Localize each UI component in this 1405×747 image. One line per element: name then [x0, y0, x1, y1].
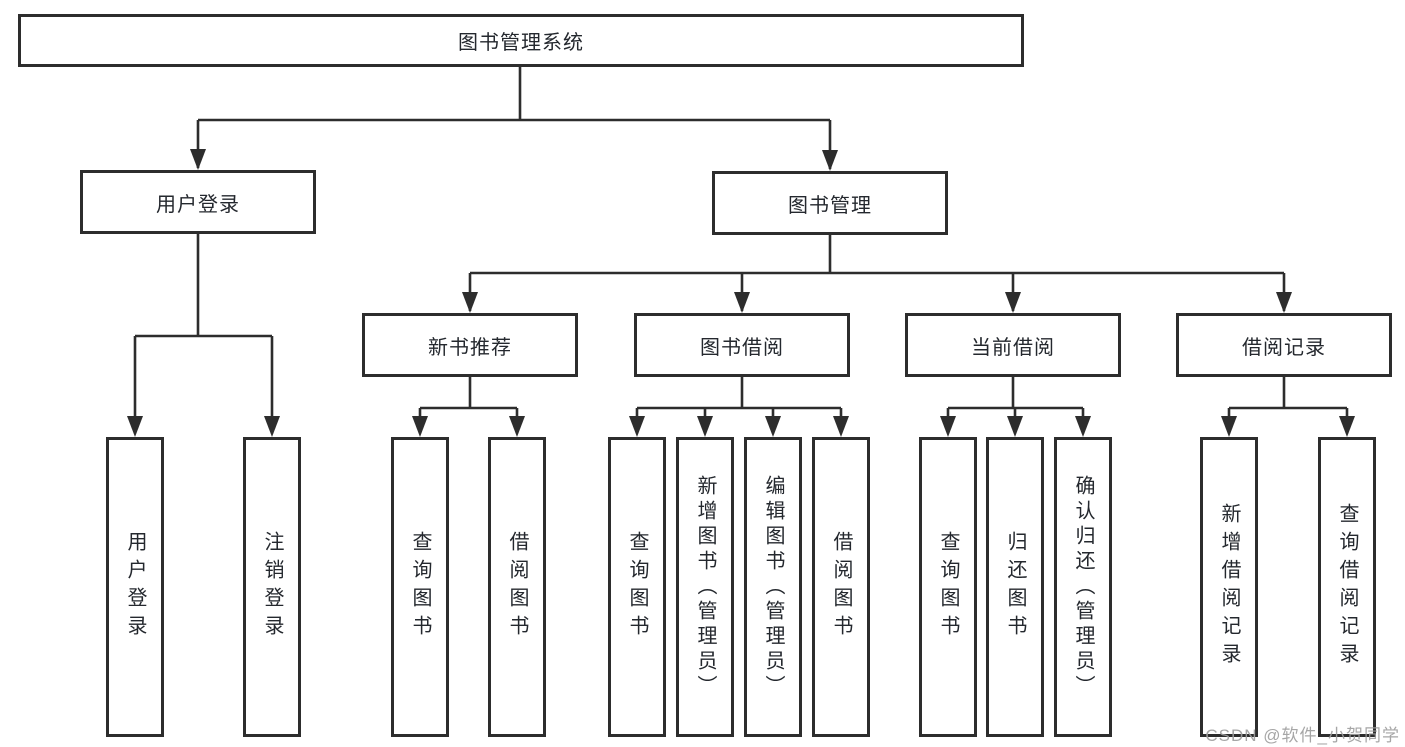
leaf-recommend-query-books-label: 查询图书: [409, 531, 431, 643]
leaf-recommend-borrow-books-label: 借阅图书: [506, 531, 528, 643]
leaf-borrowing-query-books-label: 查询图书: [626, 531, 648, 643]
leaf-confirm-return-admin: 确认归还（管理员）: [1054, 437, 1112, 737]
leaf-borrowing-borrow-books: 借阅图书: [812, 437, 870, 737]
node-current-borrowing: 当前借阅: [905, 313, 1121, 377]
leaf-return-books: 归还图书: [986, 437, 1044, 737]
leaf-logout-label: 注销登录: [261, 531, 283, 643]
leaf-recommend-borrow-books: 借阅图书: [488, 437, 546, 737]
connector-path: [133, 67, 1349, 433]
arrowheads: [127, 149, 1355, 437]
node-root-system: 图书管理系统: [18, 14, 1024, 67]
leaf-add-borrow-record-label: 新增借阅记录: [1218, 503, 1240, 671]
node-borrowing-records-label: 借阅记录: [1242, 336, 1326, 359]
leaf-add-books-admin: 新增图书（管理员）: [676, 437, 734, 737]
node-borrowing-records: 借阅记录: [1176, 313, 1392, 377]
leaf-user-login: 用户登录: [106, 437, 164, 737]
leaf-current-query-books: 查询图书: [919, 437, 977, 737]
node-book-management-label: 图书管理: [788, 194, 872, 217]
leaf-borrowing-query-books: 查询图书: [608, 437, 666, 737]
node-book-borrowing-label: 图书借阅: [700, 336, 784, 359]
leaf-logout: 注销登录: [243, 437, 301, 737]
leaf-add-books-admin-label: 新增图书（管理员）: [694, 474, 716, 700]
leaf-recommend-query-books: 查询图书: [391, 437, 449, 737]
node-book-management: 图书管理: [712, 171, 948, 235]
leaf-edit-books-admin-label: 编辑图书（管理员）: [762, 474, 784, 700]
node-user-login-label: 用户登录: [156, 193, 240, 216]
leaf-edit-books-admin: 编辑图书（管理员）: [744, 437, 802, 737]
leaf-return-books-label: 归还图书: [1004, 531, 1026, 643]
node-user-login: 用户登录: [80, 170, 316, 234]
node-new-book-recommend: 新书推荐: [362, 313, 578, 377]
node-root-label: 图书管理系统: [458, 32, 584, 54]
node-book-borrowing: 图书借阅: [634, 313, 850, 377]
leaf-confirm-return-admin-label: 确认归还（管理员）: [1072, 474, 1094, 700]
node-new-book-recommend-label: 新书推荐: [428, 336, 512, 359]
leaf-query-borrow-record: 查询借阅记录: [1318, 437, 1376, 737]
leaf-current-query-books-label: 查询图书: [937, 531, 959, 643]
leaf-user-login-label: 用户登录: [124, 531, 146, 643]
leaf-query-borrow-record-label: 查询借阅记录: [1336, 503, 1358, 671]
leaf-borrowing-borrow-books-label: 借阅图书: [830, 531, 852, 643]
csdn-watermark: CSDN @软件_小贺同学: [1205, 726, 1400, 745]
node-current-borrowing-label: 当前借阅: [971, 336, 1055, 359]
leaf-add-borrow-record: 新增借阅记录: [1200, 437, 1258, 737]
